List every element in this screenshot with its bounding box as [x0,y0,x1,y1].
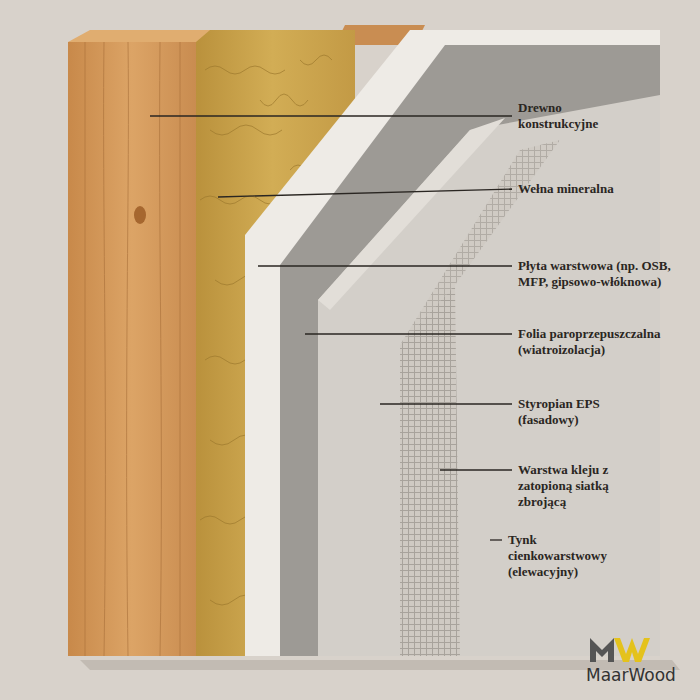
watermark: MaarWood [586,665,696,685]
label-slot: Płyta warstwowa (np. OSB, MFP, gipsowo-w… [518,258,678,290]
label-slot: Styropian EPS (fasadowy) [518,396,638,428]
eps-bevel [318,118,505,310]
wood-stud [68,42,196,656]
layer-label: Wełna mineralna [518,181,678,197]
layer-label: Styropian EPS (fasadowy) [518,396,638,428]
logo-mark [590,638,650,662]
label-slot: Wełna mineralna [518,181,678,197]
label-slot: Drewno konstrukcyjne [518,100,613,132]
label-slot: Folia paroprzepuszczalna (wiatroizolacja… [518,326,683,358]
layer-label: Drewno konstrukcyjne [518,100,613,132]
leader-lines [150,116,512,540]
layer-label: Tynk cienkowarstwowy (elewacyjny) [508,532,633,580]
layer-label: Warstwa kleju z zatopioną siatką zbrojąc… [518,462,643,510]
label-slot: Tynk cienkowarstwowy (elewacyjny) [508,532,633,580]
layer-label: Folia paroprzepuszczalna (wiatroizolacja… [518,326,683,358]
wood-knot [134,206,146,224]
wood-grain [85,42,180,656]
layer-label: Płyta warstwowa (np. OSB, MFP, gipsowo-w… [518,258,678,290]
label-slot: MaarWood [586,665,696,685]
stud-top [68,30,210,42]
label-slot: Warstwa kleju z zatopioną siatką zbrojąc… [518,462,643,510]
eps-layer [318,95,660,656]
reinforcing-mesh [400,140,560,345]
